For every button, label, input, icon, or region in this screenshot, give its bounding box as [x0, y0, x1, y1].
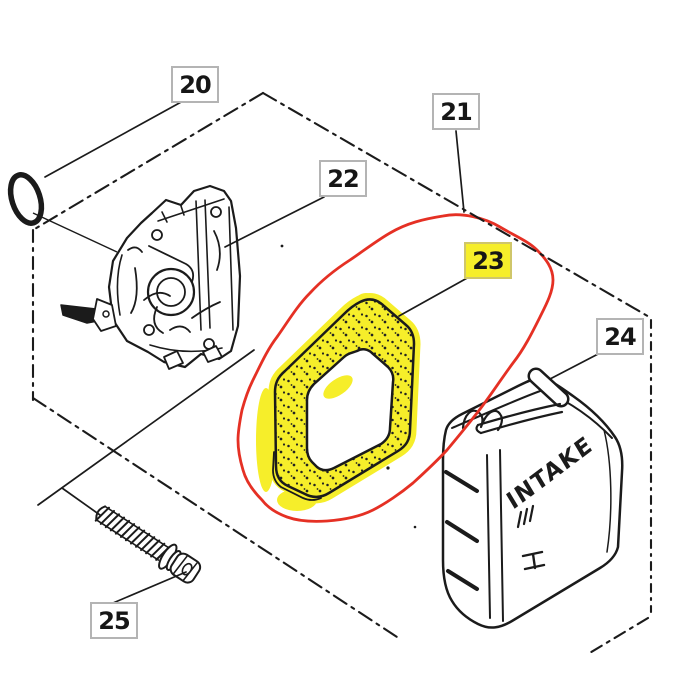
- backplate-foot: [202, 345, 223, 363]
- filter-drawing: [256, 292, 421, 511]
- o-ring-drawing: [7, 172, 118, 253]
- callout-20[interactable]: 20: [171, 66, 219, 103]
- leader-23: [398, 276, 470, 317]
- leader-22: [224, 196, 325, 248]
- cover-latch: [461, 367, 570, 435]
- selection-circle: [236, 213, 555, 523]
- callout-25[interactable]: 25: [90, 602, 138, 639]
- axis-top-left: [31, 91, 265, 232]
- assembly-axis-lines: [31, 91, 653, 656]
- leader-lines: [37, 100, 601, 604]
- callout-23-highlighted[interactable]: 23: [464, 242, 512, 279]
- print-specks: [280, 244, 417, 529]
- backplate-foot: [163, 350, 184, 370]
- cover-drawing: INTAKE: [441, 367, 624, 629]
- leader-25: [112, 571, 187, 604]
- leader-20: [44, 100, 184, 178]
- filter-ring: [273, 298, 416, 499]
- leader-24: [549, 352, 601, 380]
- callout-22[interactable]: 22: [319, 160, 367, 197]
- leader-21: [455, 130, 465, 213]
- axis-bottom-left: [31, 396, 399, 639]
- cover-outline: [441, 377, 624, 629]
- backplate-drawing: [60, 184, 242, 370]
- axis-bottom-right: [586, 616, 650, 656]
- bolt-drawing: [94, 505, 202, 584]
- h-mark: [521, 550, 546, 571]
- axis-top-right: [261, 91, 653, 320]
- projection-line-b: [61, 487, 101, 516]
- projection-line-a: [37, 349, 255, 506]
- callout-21[interactable]: 21: [432, 93, 480, 130]
- callout-24[interactable]: 24: [596, 318, 644, 355]
- vent-marks-icon: [516, 504, 535, 529]
